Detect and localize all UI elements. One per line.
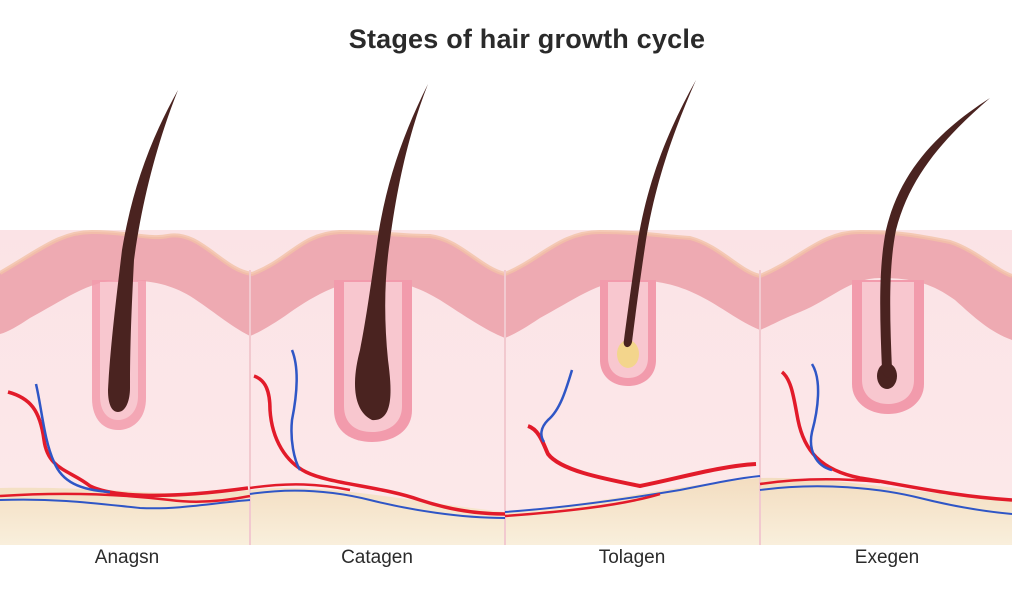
vessel-bottom [249,489,506,519]
stage-2-illustration [249,84,506,519]
stage-label-2: Catagen [341,547,413,568]
vein [290,349,302,471]
hair-shaft [355,84,428,421]
stage-label-1: Anagsn [94,547,160,568]
artery [7,390,249,498]
artery [780,370,1012,502]
vessel-bottom [249,483,351,492]
vessel-bottom [504,492,661,518]
stage-4-illustration [759,98,1012,515]
stage-3-illustration [504,80,761,518]
artery [253,374,506,516]
vessel-bottom [0,498,251,510]
hair-shaft [880,98,990,378]
club-hair-bulb [617,340,639,368]
vessel-bottom [504,475,761,513]
vein [34,383,111,494]
artery [527,424,757,489]
vessel-bottom [759,477,881,486]
hair-shaft [623,80,696,348]
vein [540,369,574,443]
skin-cross-section [0,80,1012,545]
stage-1-illustration [0,90,251,510]
vessel-bottom [0,492,251,503]
stage-label-4: Exegen [854,547,920,568]
hair-shaft [108,90,178,412]
stage-label-3: Tolagen [598,547,666,568]
vessel-bottom [759,485,1012,515]
diagram-title: Stages of hair growth cycle [348,24,706,54]
vein [809,363,833,472]
